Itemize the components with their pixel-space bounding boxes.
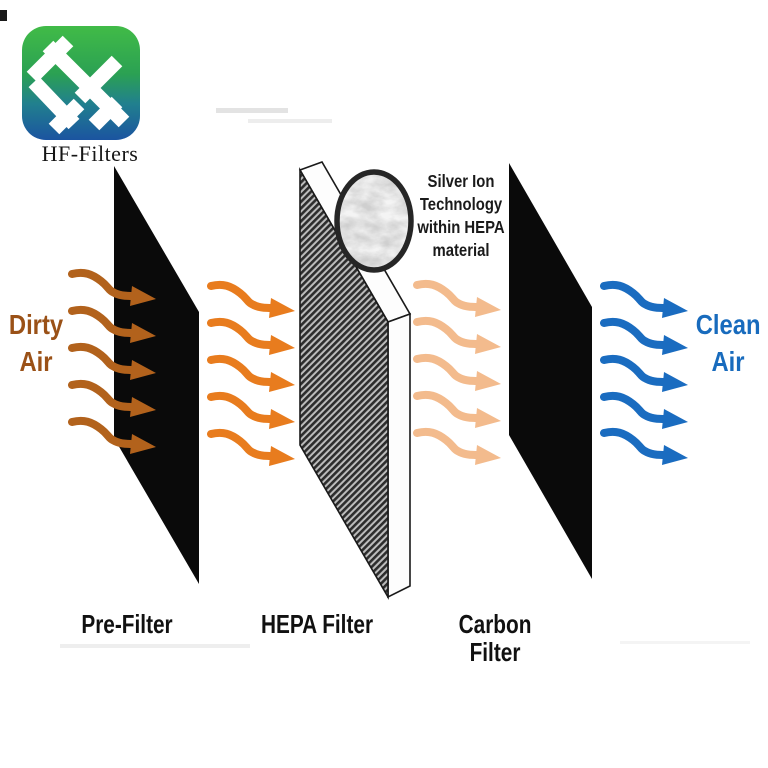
pre-filter-label: Pre-Filter [81, 609, 173, 639]
annotation-line2: Technology [419, 194, 503, 214]
flow-arrow-icon [417, 395, 501, 428]
flow-arrow-icon [417, 284, 501, 317]
flow-arrow-icon [211, 433, 295, 466]
flow-arrow-icon [417, 432, 501, 465]
dirty-air-label: Dirty Air [5, 306, 66, 380]
annotation-line1: Silver Ion [427, 171, 495, 191]
hepa-filter-panel [298, 161, 412, 600]
flow-arrow-icon [604, 359, 688, 392]
clean-air-label: Clean Air [696, 306, 761, 380]
scan-artifacts [0, 10, 750, 648]
prefiltered-air-arrows [211, 285, 295, 466]
flow-arrow-icon [604, 322, 688, 355]
dirty-air-line2: Air [19, 346, 53, 377]
flow-arrow-icon [604, 285, 688, 318]
flow-arrow-icon [417, 321, 501, 354]
clean-air-line2: Air [711, 346, 745, 377]
hepa-material-magnifier [334, 169, 414, 273]
annotation-line4: material [432, 240, 490, 260]
hepa-filter-label: HEPA Filter [260, 609, 374, 639]
carbon-filter-label: Carbon Filter [458, 609, 532, 667]
dirty-air-line1: Dirty [8, 309, 64, 340]
hepa-front-face [299, 167, 389, 600]
flow-arrow-icon [417, 358, 501, 391]
flow-arrow-icon [211, 396, 295, 429]
annotation-line3: within HEPA [417, 217, 505, 237]
hepa-side-face [387, 312, 411, 599]
clean-air-arrows [604, 285, 688, 465]
silver-ion-annotation: Silver Ion Technology within HEPA materi… [410, 170, 512, 262]
carbon-filter-panel [509, 163, 592, 579]
brand-logo [22, 26, 140, 140]
flow-arrow-icon [211, 285, 295, 318]
magnifier-ring-icon [334, 169, 414, 273]
brand-name: HF-Filters [41, 141, 139, 166]
hepa-filtered-air-arrows [417, 284, 501, 465]
flow-arrow-icon [211, 322, 295, 355]
flow-arrow-icon [604, 432, 688, 465]
hf-monogram-icon [26, 35, 130, 135]
pre-filter-panel [114, 166, 199, 584]
flow-arrow-icon [211, 359, 295, 392]
clean-air-line1: Clean [695, 309, 761, 340]
flow-arrow-icon [604, 396, 688, 429]
